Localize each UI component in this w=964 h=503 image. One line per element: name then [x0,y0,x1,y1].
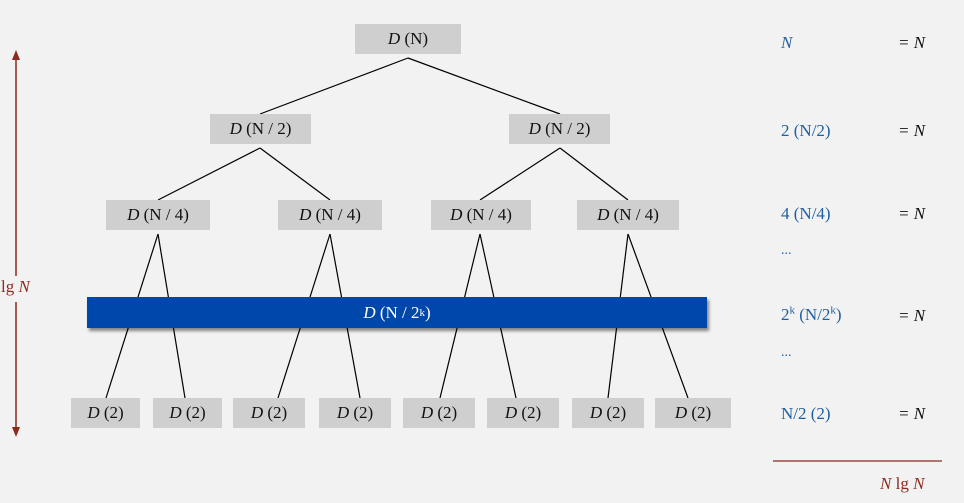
node-level2: D (N / 4) [278,200,382,230]
equals-row-2: = N [898,204,925,224]
node-leaf: D (2) [403,398,475,428]
equals-text: = N [898,121,926,140]
cost-text: 4 (N/4) [781,204,831,223]
total-n2: N [913,474,925,493]
node-arg: (2) [353,403,374,422]
node-label-d: D [336,403,350,422]
total-label: N lg N [880,474,924,494]
cost-text: N [781,33,793,52]
cost-row-3: 2k (N/2k) [781,305,842,325]
node-arg: (2) [437,403,458,422]
cost-dots-1: ... [781,243,792,259]
node-arg: (N) [404,29,429,48]
node-arg: (2) [521,403,542,422]
node-label-d: D [589,403,603,422]
height-label-lg: lg [1,277,15,296]
cost-row-1: 2 (N/2) [781,121,831,141]
node-level2: D (N / 4) [431,200,531,230]
cost-text: 2 [781,305,790,324]
cost-sup: k [830,304,836,317]
node-label-d: D [528,119,541,138]
node-leaf: D (2) [655,398,731,428]
cost-sup: k [789,304,796,317]
cost-text: ) [835,305,842,324]
node-leaf: D (2) [572,398,644,428]
node-label-d: D [229,119,242,138]
node-arg: (2) [691,403,712,422]
equals-text: = N [898,204,926,223]
node-level1: D (N / 2) [509,114,610,144]
node-label-d: D [674,403,688,422]
node-level2: D (N / 4) [106,200,210,230]
equals-row-0: = N [898,33,925,53]
equals-row-1: = N [898,121,925,141]
bar-close: ) [425,302,431,322]
node-label-d: D [87,403,100,422]
node-level2: D (N / 4) [577,200,679,230]
node-arg: (N / 4) [143,205,189,224]
node-label-d: D [450,205,463,224]
equals-text: = N [898,404,926,423]
node-level1: D (N / 2) [210,114,311,144]
node-label-d: D [169,403,182,422]
cost-row-4: N/2 (2) [781,404,831,424]
node-arg: (N / 2) [545,119,591,138]
node-arg: (N / 4) [613,205,659,224]
node-leaf: D (2) [319,398,391,428]
cost-text: N/2 (2) [781,404,831,423]
cost-dots-2: ... [781,345,792,361]
node-root: D (N) [355,24,461,54]
equals-row-4: = N [898,404,925,424]
node-leaf: D (2) [153,398,222,428]
cost-text: (N/2 [795,305,831,324]
node-arg: (N / 4) [315,205,361,224]
node-arg: (2) [606,403,627,422]
total-lg: lg [895,474,909,493]
bar-arg: (N / 2 [379,302,420,322]
height-label: lg N [1,277,30,297]
height-label-n: N [18,277,30,296]
node-arg: (2) [185,403,206,422]
node-leaf: D (2) [487,398,559,428]
cost-text: 2 (N/2) [781,121,831,140]
node-leaf: D (2) [233,398,305,428]
equals-text: = N [898,306,926,325]
cost-row-2: 4 (N/4) [781,204,831,224]
node-label-d: D [504,403,518,422]
node-arg: (N / 4) [466,205,512,224]
total-n: N [880,474,892,493]
node-arg: (2) [103,403,124,422]
cost-row-0: N [781,33,792,53]
equals-text: = N [898,33,926,52]
node-label-d: D [597,205,610,224]
node-label-d: D [299,205,312,224]
node-label-d: D [387,29,401,48]
node-label-d: D [420,403,434,422]
node-leaf: D (2) [71,398,140,428]
cost-dots: ... [781,345,792,360]
node-label-d: D [250,403,264,422]
node-arg: (2) [267,403,288,422]
height-arrow [12,50,20,437]
bar-label-d: D [363,302,376,322]
equals-row-3: = N [898,306,925,326]
node-arg: (N / 2) [246,119,292,138]
node-label-d: D [127,205,140,224]
cost-dots: ... [781,243,792,258]
